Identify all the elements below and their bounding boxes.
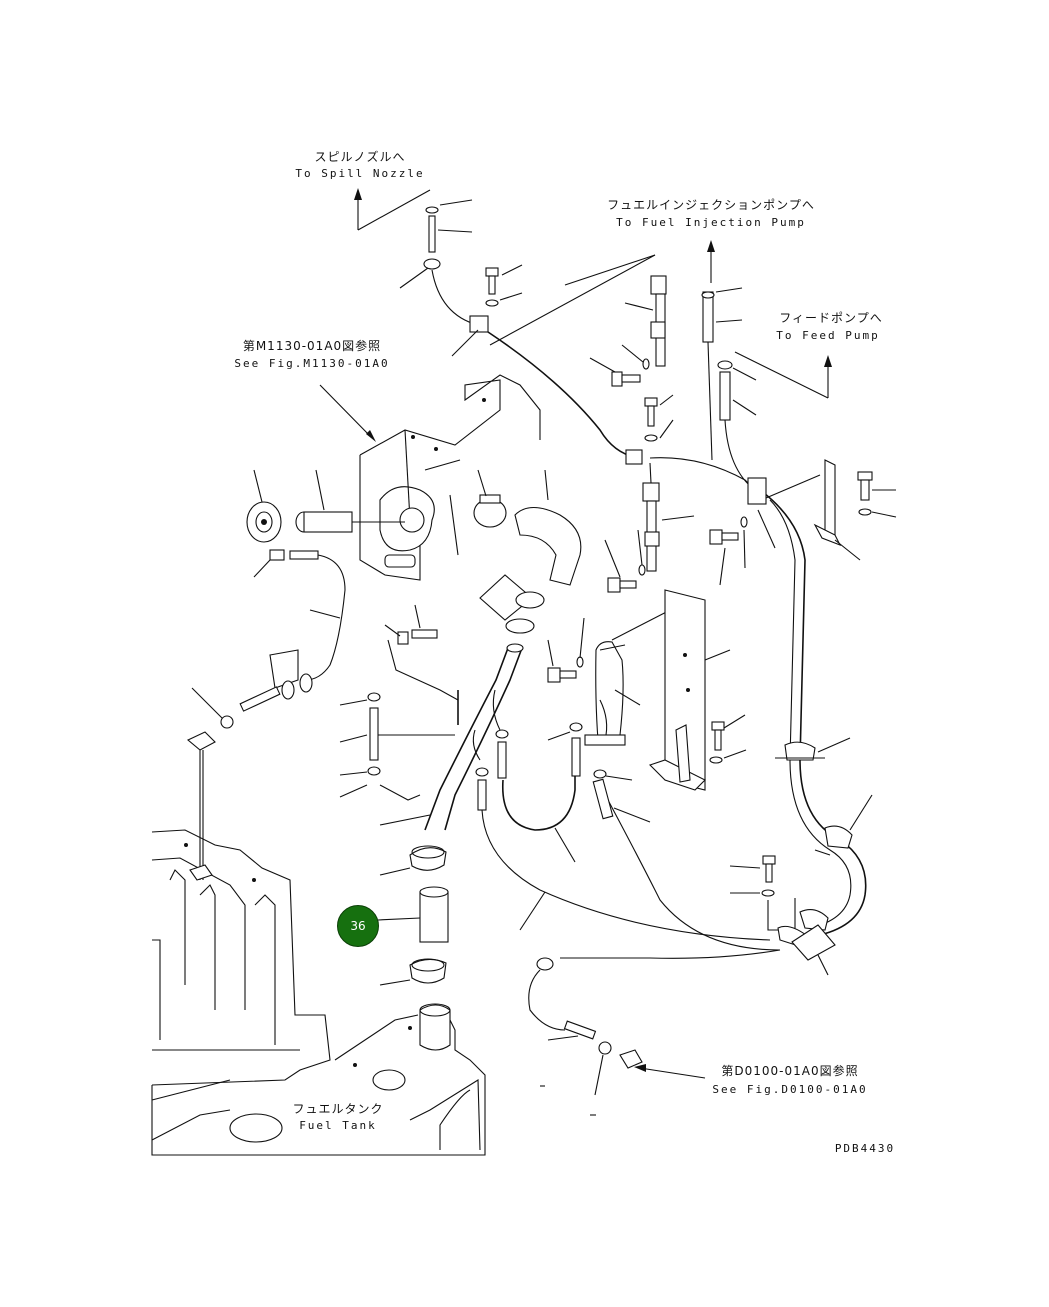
bolts-upper <box>485 264 674 442</box>
arrow-see-m1130-icon <box>319 384 376 442</box>
label-injection-pump-en: To Fuel Injection Pump <box>616 216 806 229</box>
label-see-m1130-en: See Fig.M1130-01A0 <box>234 357 390 370</box>
arrow-feed-pump-icon <box>734 351 832 399</box>
fuel-tank <box>151 829 486 1156</box>
plate-bracket <box>648 589 747 791</box>
label-feed-pump-en: To Feed Pump <box>776 329 880 342</box>
hose-support-clamps <box>729 737 873 976</box>
fuel-filter-parts <box>186 469 405 880</box>
arrow-see-d0100-icon <box>634 1064 706 1079</box>
tank-hose-and-clamps <box>377 845 449 986</box>
engine-block <box>359 374 541 581</box>
label-see-d0100-en: See Fig.D0100-01A0 <box>712 1083 868 1096</box>
label-spill-nozzle-en: To Spill Nozzle <box>295 167 425 180</box>
label-spill-nozzle-jp: スピルノズルへ <box>314 150 406 164</box>
label-injection-pump-jp: フュエルインジェクションポンプへ <box>607 198 815 212</box>
spill-nozzle-fittings <box>399 199 489 357</box>
filter-bracket <box>547 604 681 746</box>
right-bracket <box>813 459 897 561</box>
label-fuel-tank-jp: フュエルタンク <box>292 1102 384 1116</box>
feed-pump-hose <box>717 360 867 936</box>
fuel-pipes-middle <box>339 604 524 831</box>
part-callout-36[interactable]: 36 <box>337 905 379 947</box>
injection-pump-hose <box>487 275 761 496</box>
arrow-spill-nozzle-icon <box>354 188 431 231</box>
lower-return-line <box>528 949 781 1116</box>
label-feed-pump-jp: フィードポンプへ <box>779 311 883 325</box>
arrow-injection-pump-icon <box>489 240 715 346</box>
hose-clamps <box>473 469 582 634</box>
label-see-d0100-jp: 第D0100-01A0図参照 <box>721 1064 859 1078</box>
bolts-middle <box>604 462 748 593</box>
label-fuel-tank-en: Fuel Tank <box>299 1119 377 1132</box>
return-hoses <box>481 722 781 951</box>
drawing-code: PDB4430 <box>834 1142 896 1155</box>
label-see-m1130-jp: 第M1130-01A0図参照 <box>242 339 382 353</box>
